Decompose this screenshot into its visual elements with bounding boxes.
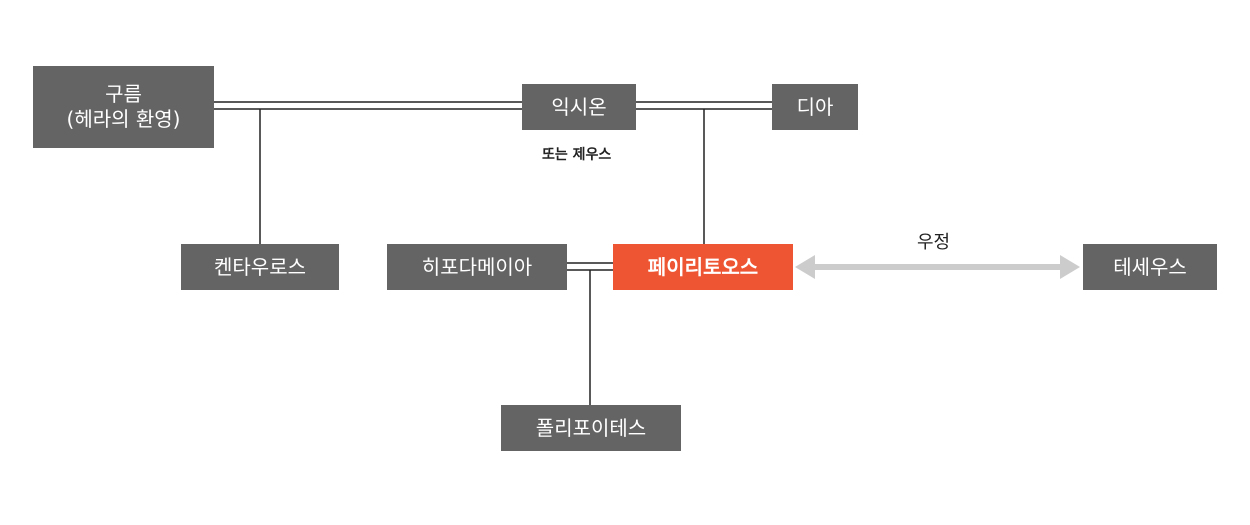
node-polypoetes: 폴리포이테스 <box>501 405 681 451</box>
node-cloud-line1: 구름 <box>105 82 142 106</box>
node-hippodamia: 히포다메이아 <box>387 244 567 290</box>
node-centaurs-label: 켄타우로스 <box>214 254 306 279</box>
node-theseus-label: 테세우스 <box>1113 254 1187 279</box>
node-polypoetes-label: 폴리포이테스 <box>535 415 647 440</box>
node-hippodamia-label: 히포다메이아 <box>421 254 533 279</box>
node-cloud: 구름 (헤라의 환영) <box>33 66 214 148</box>
label-friendship: 우정 <box>917 232 951 253</box>
node-dia: 디아 <box>772 84 858 130</box>
node-cloud-line2: (헤라의 환영) <box>66 107 181 131</box>
node-centaurs: 켄타우로스 <box>181 244 339 290</box>
node-ixion-label: 익시온 <box>551 94 607 119</box>
node-peirithous-label: 페이리토오스 <box>647 254 759 279</box>
label-ixion-alt: 또는 제우스 <box>542 147 612 163</box>
friendship-arrowhead-right <box>1060 255 1080 279</box>
node-ixion: 익시온 <box>522 84 636 130</box>
node-theseus: 테세우스 <box>1083 244 1217 290</box>
friendship-arrowhead-left <box>795 255 815 279</box>
node-peirithous: 페이리토오스 <box>613 244 793 290</box>
node-dia-label: 디아 <box>796 94 834 119</box>
